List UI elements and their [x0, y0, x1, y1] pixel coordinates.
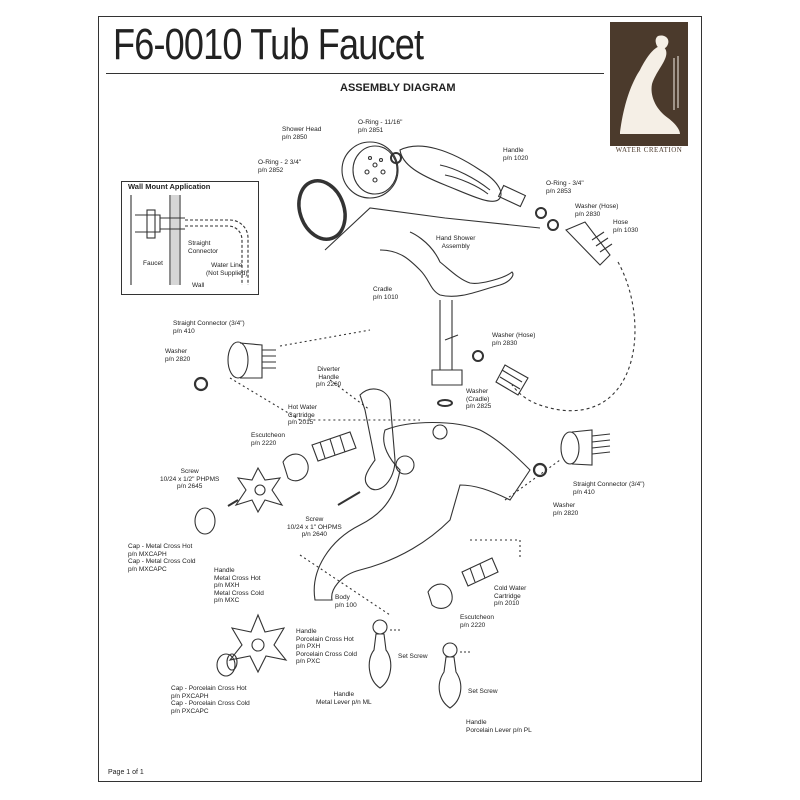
cradle-part [379, 231, 514, 386]
label-handle-porcelain-lever: Handle Porcelain Lever p/n PL [466, 719, 532, 734]
label-shower-head: Shower Head p/n 2850 [282, 126, 322, 141]
label-washer-cradle: Washer (Cradle) p/n 2825 [466, 388, 492, 410]
oring-2851-part [390, 152, 402, 164]
metal-cross-handle-part [234, 466, 284, 514]
metal-cap-part [194, 507, 216, 535]
wall-mount-inset-drawing [130, 195, 249, 285]
hot-cartridge-part [311, 431, 357, 462]
logo-emblem [610, 22, 688, 146]
escutcheon-upper-part [282, 453, 309, 482]
leader-lines [229, 329, 561, 616]
label-screw-2640: Screw 10/24 x 1" OHPMS p/n 2640 [287, 516, 342, 538]
label-straight-connector-left: Straight Connector (3/4") p/n 410 [173, 320, 245, 335]
page-subtitle: ASSEMBLY DIAGRAM [340, 82, 456, 94]
label-body: Body p/n 100 [335, 594, 357, 609]
inset-label-straight-connector: Straight Connector [188, 240, 218, 255]
label-washer-2820-left: Washer p/n 2820 [165, 348, 191, 363]
shower-head-part [341, 141, 399, 199]
escutcheon-lower-part [427, 583, 453, 609]
label-oring-2853: O-Ring - 3/4" p/n 2853 [546, 180, 584, 195]
inset-title: Wall Mount Application [128, 182, 211, 191]
label-hand-shower: Hand Shower Assembly [436, 235, 476, 250]
label-set-screw-1: Set Screw [398, 653, 428, 660]
label-cradle: Cradle p/n 1010 [373, 286, 399, 301]
washer-2830-top-part [547, 219, 559, 231]
label-cap-porcelain: Cap - Porcelain Cross Hot p/n PXCAPH Cap… [171, 685, 250, 715]
label-hot-cartridge: Hot Water Cartridge p/n 2015 [288, 404, 318, 426]
screw-2645-part [227, 499, 239, 507]
label-straight-connector-right: Straight Connector (3/4") p/n 410 [573, 481, 645, 496]
title-rule [106, 73, 604, 74]
wall-mount-inset [121, 181, 259, 295]
label-washer-hose-mid: Washer (Hose) p/n 2830 [492, 332, 536, 347]
faucet-body-part [313, 421, 531, 601]
label-escutcheon-upper: Escutcheon p/n 2220 [251, 432, 285, 447]
label-set-screw-2: Set Screw [468, 688, 498, 695]
washer-2830-mid-part [472, 350, 484, 362]
metal-lever-part [368, 619, 400, 689]
screw-2640-part [337, 491, 361, 506]
logo-figure-icon [620, 35, 680, 134]
brand-logo: WATER CREATION [610, 22, 688, 160]
label-handle-1020: Handle p/n 1020 [503, 147, 529, 162]
label-cap-metal: Cap - Metal Cross Hot p/n MXCAPH Cap - M… [128, 543, 196, 573]
logo-wordmark: WATER CREATION [615, 146, 683, 154]
washer-2820-left-part [193, 376, 209, 392]
label-screw-2645: Screw 10/24 x 1/2" PHPMS p/n 2645 [160, 468, 220, 490]
label-washer-2820-right: Washer p/n 2820 [553, 502, 579, 517]
oring-2852-part [297, 179, 347, 241]
oring-2853-part [535, 207, 547, 219]
washer-2825-part [437, 399, 453, 407]
washer-2820-right-part [532, 462, 548, 478]
label-handle-metal-lever: Handle Metal Lever p/n ML [316, 691, 372, 706]
label-handle-porcelain-cross: Handle Porcelain Cross Hot p/n PXH Porce… [296, 628, 358, 665]
label-washer-hose-top: Washer (Hose) p/n 2830 [575, 203, 619, 218]
inset-label-wall: Wall [192, 282, 205, 289]
inset-label-water-line: Water Line (Not Supplied) [206, 262, 248, 277]
straight-connector-left-part [227, 341, 276, 379]
porcelain-lever-part [438, 642, 470, 709]
label-oring-2851: O-Ring - 11/16" p/n 2851 [358, 119, 403, 134]
label-hose: Hose p/n 1030 [613, 219, 639, 234]
label-oring-2852: O-Ring - 2 3/4" p/n 2852 [258, 159, 302, 174]
hose-fitting-part [565, 221, 613, 266]
page-title: F6-0010 Tub Faucet [113, 20, 424, 69]
straight-connector-right-part [560, 429, 611, 466]
label-diverter-handle: Diverter Handle p/n 2260 [316, 366, 342, 388]
porcelain-cross-handle-part [228, 613, 288, 674]
hose-connector-part [495, 364, 529, 396]
hand-shower-bracket [324, 207, 541, 251]
label-escutcheon-lower: Escutcheon p/n 2220 [460, 614, 494, 629]
cold-cartridge-part [461, 557, 499, 587]
page-indicator: Page 1 of 1 [108, 769, 144, 776]
label-handle-metal-cross: Handle Metal Cross Hot p/n MXH Metal Cro… [214, 567, 264, 604]
diverter-handle-part [359, 388, 396, 491]
porcelain-cap-part [216, 653, 238, 677]
sheet-border [98, 16, 702, 782]
inset-label-faucet: Faucet [143, 260, 163, 267]
label-cold-cartridge: Cold Water Cartridge p/n 2010 [494, 585, 527, 607]
handle-1020-part [399, 145, 527, 208]
